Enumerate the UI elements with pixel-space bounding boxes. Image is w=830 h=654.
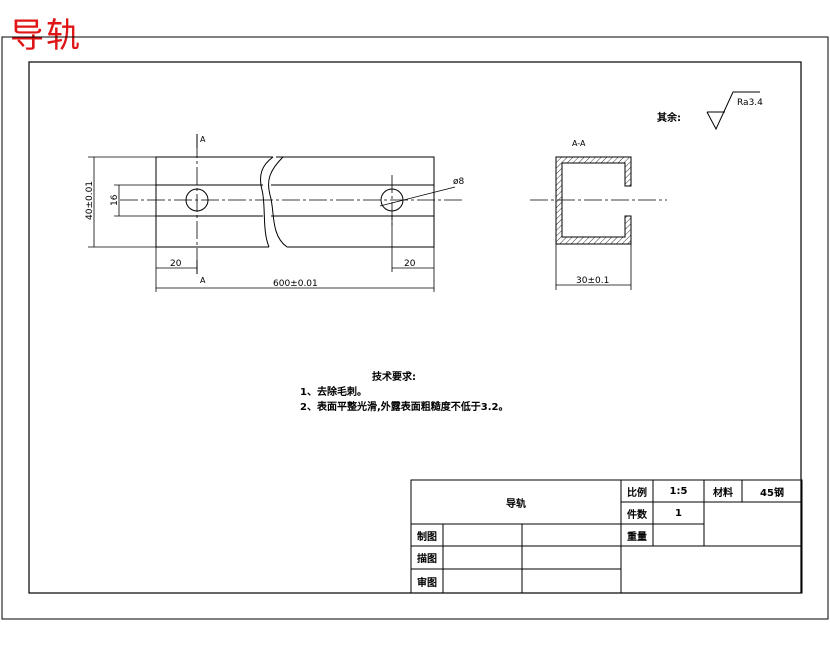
dim-height: 40±0.01 bbox=[85, 181, 95, 220]
section-mark-bottom: A bbox=[200, 276, 206, 285]
dim-hole-spacing: 16 bbox=[110, 194, 120, 206]
dim-hole-dia: ø8 bbox=[453, 177, 465, 187]
dim-channel-width: 30±0.1 bbox=[576, 276, 609, 286]
outer-frame bbox=[1, 36, 829, 620]
qty-value: 1 bbox=[675, 507, 682, 519]
checked-label: 审图 bbox=[417, 577, 437, 589]
roughness-label: 其余: bbox=[657, 111, 681, 124]
dim-length: 600±0.01 bbox=[273, 279, 318, 289]
title-block: 导轨 比例 1:5 材料 45钢 件数 1 重量 制图 描图 审图 bbox=[411, 480, 802, 593]
height-dimension bbox=[88, 156, 156, 248]
part-name: 导轨 bbox=[506, 498, 526, 510]
channel-dimension bbox=[555, 244, 632, 290]
front-view bbox=[155, 156, 435, 248]
channel-section bbox=[555, 156, 632, 245]
notes-heading: 技术要求: bbox=[372, 372, 416, 383]
dim-edge-left: 20 bbox=[170, 259, 182, 269]
length-dimensions bbox=[155, 215, 435, 292]
material-value: 45钢 bbox=[760, 487, 784, 499]
note-item: 2、表面平整光滑,外露表面粗糙度不低于3.2。 bbox=[300, 402, 509, 413]
drawn-label: 制图 bbox=[417, 531, 437, 543]
weight-label: 重量 bbox=[627, 531, 647, 543]
scale-label: 比例 bbox=[627, 487, 647, 499]
qty-label: 件数 bbox=[627, 509, 647, 521]
hole-leader bbox=[379, 186, 456, 207]
note-item: 1、去除毛刺。 bbox=[300, 387, 367, 398]
section-mark-top: A bbox=[200, 135, 206, 144]
material-label: 材料 bbox=[713, 487, 733, 499]
section-view-label: A-A bbox=[572, 139, 586, 148]
dim-edge-right: 20 bbox=[404, 259, 416, 269]
technical-notes: 技术要求: 1、去除毛刺。 2、表面平整光滑,外露表面粗糙度不低于3.2。 bbox=[300, 370, 508, 415]
title-block-grid bbox=[410, 479, 803, 594]
designed-label: 描图 bbox=[417, 554, 437, 565]
scale-value: 1:5 bbox=[669, 485, 688, 497]
roughness-value: Ra3.4 bbox=[737, 98, 763, 108]
drawing-title: 导轨 bbox=[10, 16, 82, 56]
roughness-symbol bbox=[706, 91, 760, 131]
